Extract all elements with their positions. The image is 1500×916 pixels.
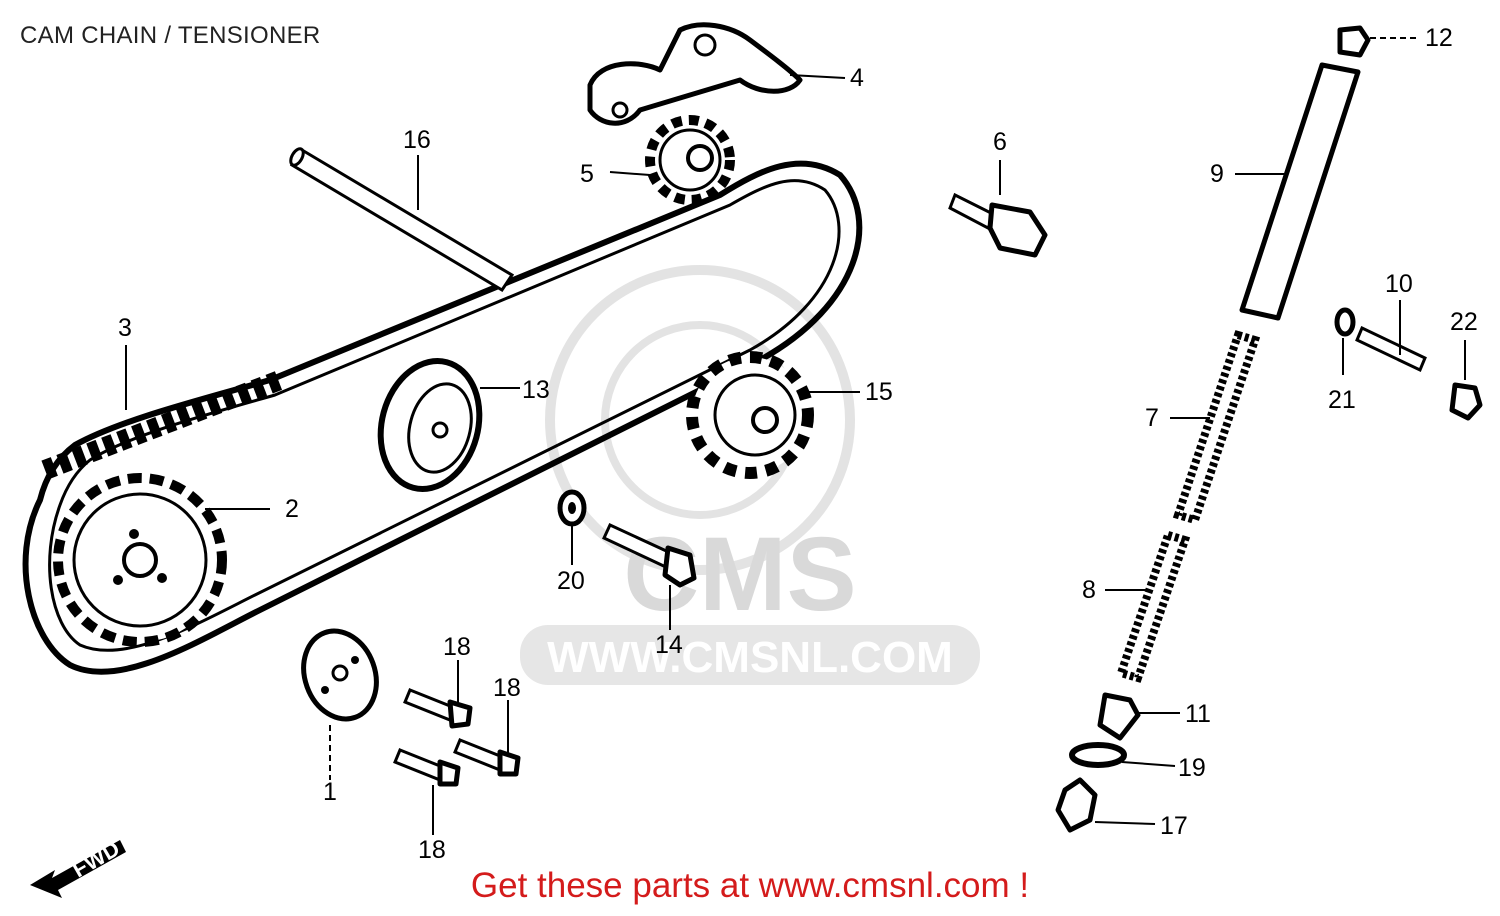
- callout-4: 4: [850, 64, 864, 92]
- callout-14: 14: [655, 631, 683, 659]
- watermark: CMS WWW.CMSNL.COM: [520, 265, 980, 685]
- leader-lines: [125, 37, 1466, 835]
- callout-1: 1: [323, 778, 337, 806]
- callout-20: 20: [557, 567, 585, 595]
- callout-16: 16: [403, 126, 431, 154]
- diagram-title: CAM CHAIN / TENSIONER: [20, 22, 321, 49]
- callout-18b: 18: [493, 674, 521, 702]
- part-18-bolt-b[interactable]: [453, 738, 521, 777]
- part-8-spring[interactable]: [1115, 530, 1191, 683]
- callout-8: 8: [1082, 576, 1096, 604]
- callout-17: 17: [1160, 812, 1188, 840]
- callout-5: 5: [580, 160, 594, 188]
- part-16-pin[interactable]: [288, 147, 515, 293]
- part-4-guide-plate[interactable]: [587, 22, 803, 126]
- callout-18c: 18: [418, 836, 446, 864]
- callout-22: 22: [1450, 308, 1478, 336]
- callout-13: 13: [522, 376, 550, 404]
- part-2-crank-sprocket[interactable]: [53, 473, 227, 647]
- callout-15: 15: [865, 378, 893, 406]
- part-7-spring[interactable]: [1172, 330, 1261, 525]
- part-1-plate[interactable]: [292, 621, 389, 730]
- part-18-bolt-a[interactable]: [403, 688, 473, 729]
- part-6-bolt[interactable]: [948, 192, 1048, 258]
- callout-9: 9: [1210, 160, 1224, 188]
- callout-10: 10: [1385, 270, 1413, 298]
- part-3-cam-chain[interactable]: [22, 160, 863, 675]
- part-19-washer[interactable]: [1069, 742, 1127, 768]
- footer-cta-link[interactable]: Get these parts at www.cmsnl.com !: [470, 866, 1030, 905]
- callout-2: 2: [285, 495, 299, 523]
- part-9-tube[interactable]: [1239, 62, 1361, 321]
- callout-21: 21: [1328, 386, 1356, 414]
- part-5-sprocket[interactable]: [645, 115, 735, 205]
- callout-6: 6: [993, 128, 1007, 156]
- callouts: 1 2 3 4 5 6 7 8 9 10 11 12 13 14 15 16 1…: [118, 24, 1478, 864]
- watermark-brand: CMS: [623, 516, 856, 633]
- part-14-bolt[interactable]: [602, 523, 697, 588]
- callout-3: 3: [118, 314, 132, 342]
- part-15-sprocket[interactable]: [686, 351, 814, 479]
- callout-19: 19: [1178, 754, 1206, 782]
- callout-11: 11: [1185, 700, 1211, 728]
- part-10-bolt[interactable]: [1355, 325, 1427, 373]
- part-11-bolt[interactable]: [1097, 692, 1141, 741]
- part-20-washer[interactable]: [557, 489, 587, 527]
- callout-18a: 18: [443, 633, 471, 661]
- watermark-url: WWW.CMSNL.COM: [547, 633, 953, 682]
- callout-7: 7: [1145, 404, 1159, 432]
- part-21-washer[interactable]: [1334, 307, 1356, 337]
- callout-12: 12: [1425, 24, 1453, 52]
- part-17-plug[interactable]: [1055, 777, 1098, 833]
- part-22-nut[interactable]: [1449, 382, 1483, 421]
- part-13-tensioner-roller[interactable]: [367, 350, 493, 500]
- part-18-bolt-c[interactable]: [393, 748, 461, 787]
- part-12-cap[interactable]: [1337, 25, 1371, 58]
